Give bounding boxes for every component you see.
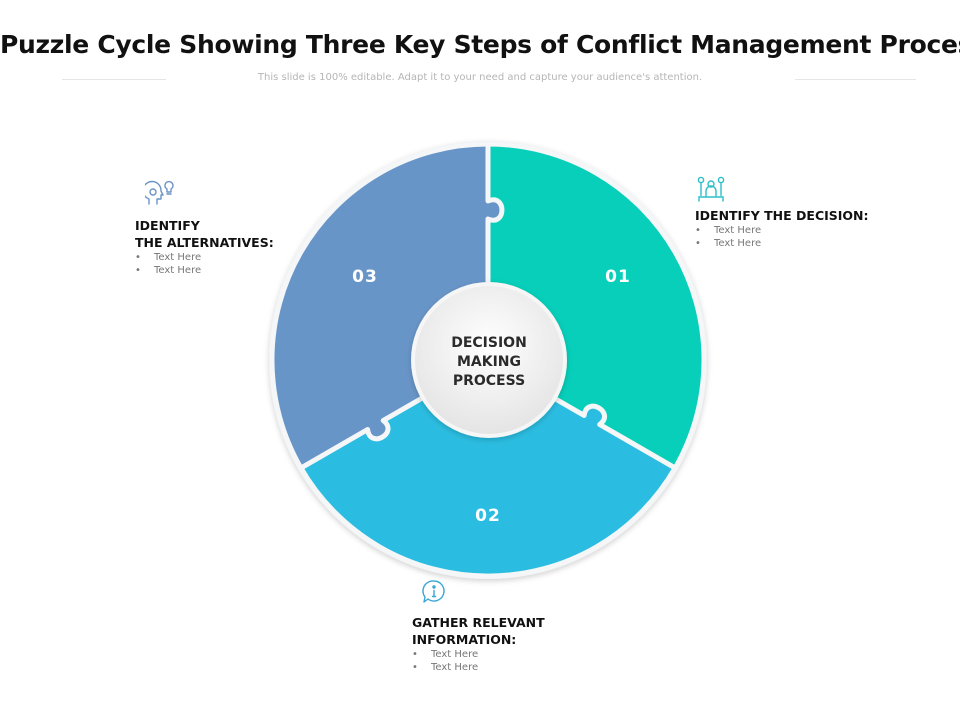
bullet-item: Text Here <box>412 661 545 674</box>
segment-number-03: 03 <box>352 267 378 287</box>
bullet-item: Text Here <box>695 237 869 250</box>
center-label-line-1: DECISION <box>451 335 527 351</box>
center-hub <box>411 282 567 438</box>
segment-number-02: 02 <box>475 506 501 526</box>
center-label-line-3: PROCESS <box>453 373 525 389</box>
step-heading: IDENTIFY THE DECISION: <box>695 208 869 223</box>
bullet-item: Text Here <box>412 648 545 661</box>
bullet-item: Text Here <box>695 224 869 237</box>
bullet-item: Text Here <box>135 251 274 264</box>
page-title: Puzzle Cycle Showing Three Key Steps of … <box>0 30 960 59</box>
subtitle-rule-right <box>795 79 916 80</box>
meeting-people-icon <box>696 174 726 208</box>
info-bubble-icon <box>420 578 448 610</box>
bullet-list: Text Here Text Here <box>135 251 274 277</box>
bullet-list: Text Here Text Here <box>695 224 869 250</box>
page-subtitle: This slide is 100% editable. Adapt it to… <box>257 72 703 83</box>
step-heading-line-1: GATHER RELEVANT <box>412 615 545 630</box>
step-heading-line-1: IDENTIFY <box>135 218 200 233</box>
center-label-line-2: MAKING <box>457 354 521 370</box>
bullet-list: Text Here Text Here <box>412 648 545 674</box>
step-identify-decision: IDENTIFY THE DECISION: Text Here Text He… <box>695 207 869 250</box>
step-identify-alternatives: IDENTIFY THE ALTERNATIVES: Text Here Tex… <box>135 217 274 277</box>
bullet-item: Text Here <box>135 264 274 277</box>
step-heading-line-2: INFORMATION: <box>412 632 517 647</box>
step-heading-line-2: THE ALTERNATIVES: <box>135 235 274 250</box>
segment-number-01: 01 <box>605 267 631 287</box>
subtitle-rule-left <box>62 79 166 80</box>
step-gather-information: GATHER RELEVANT INFORMATION: Text Here T… <box>412 614 545 674</box>
head-idea-icon <box>142 180 177 212</box>
